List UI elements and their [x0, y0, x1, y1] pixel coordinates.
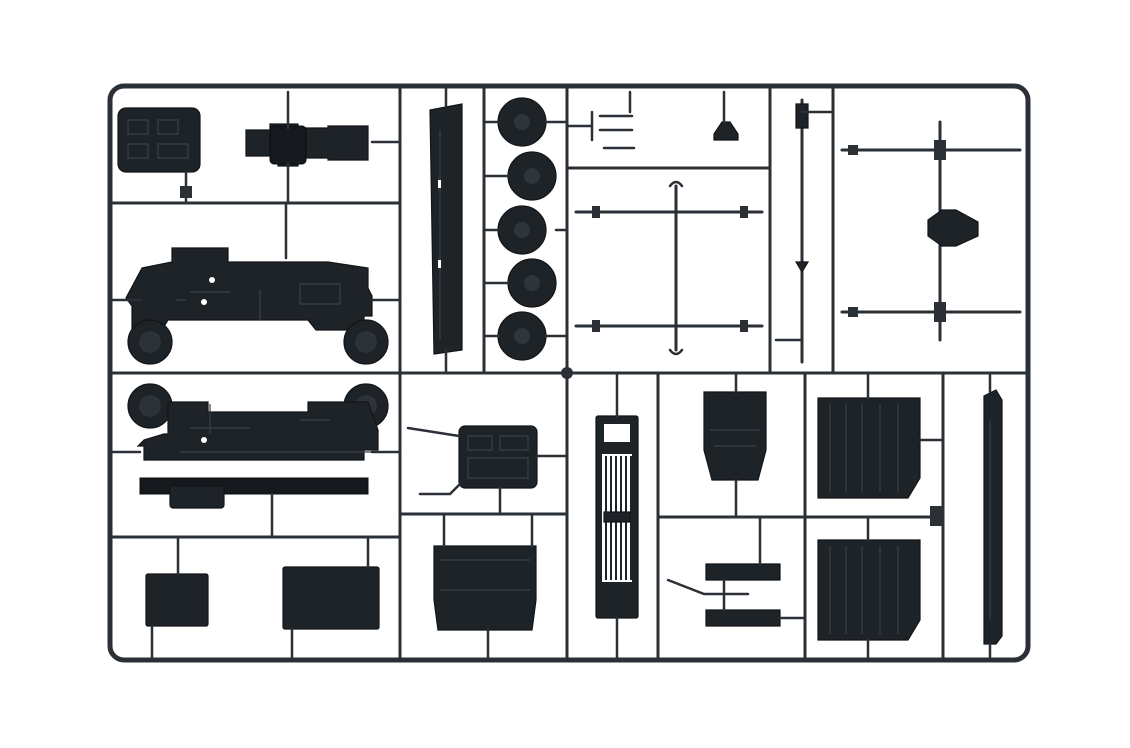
sprue-frame: [107, 83, 1031, 663]
bumper-bar: [429, 86, 463, 374]
tire-2: [507, 151, 557, 201]
floor-bracket: [169, 485, 225, 509]
box-part: [433, 545, 537, 631]
large-panel: [282, 566, 380, 630]
tires: [482, 97, 569, 361]
grille-emblem: [603, 511, 631, 523]
shaft-end: [795, 103, 809, 129]
chassis-hole: [201, 299, 207, 305]
seat-panel: [117, 107, 201, 173]
sprue-node: [561, 367, 573, 379]
tire-1: [497, 97, 547, 147]
door-detail: [829, 546, 899, 634]
gate: [592, 320, 600, 332]
bracket-lower: [705, 609, 781, 627]
chassis-detail: [176, 283, 341, 320]
gate: [592, 206, 600, 218]
gate: [848, 145, 858, 155]
chassis-hole: [201, 437, 207, 443]
chassis-lower: [136, 401, 379, 461]
tank-detail: [467, 435, 529, 479]
tire-5: [497, 311, 547, 361]
tire-3: [497, 205, 547, 255]
gate: [740, 320, 748, 332]
seat-box: [433, 512, 537, 660]
grille: [595, 371, 639, 660]
engine-part: [245, 123, 369, 167]
box-detail: [440, 559, 530, 591]
chassis-hole: [209, 277, 215, 283]
bracket-link: [666, 578, 750, 612]
door-lower: [817, 515, 921, 660]
tire-4: [507, 258, 557, 308]
grille-top-opening: [604, 424, 630, 442]
left-block-parts: [110, 90, 402, 660]
wheel-rim-1: [127, 319, 173, 365]
door-panel-lower: [817, 539, 921, 641]
shaft-joint: [794, 261, 810, 274]
shaft-hook: [668, 180, 684, 188]
chassis-upper: [125, 247, 373, 331]
gate-line: [406, 426, 461, 438]
small-parts-top: [565, 90, 739, 150]
wheel-rim-2: [343, 319, 389, 365]
gate: [934, 140, 946, 160]
bracket-parts: [666, 515, 807, 627]
bumper-slot: [438, 180, 441, 188]
gate: [848, 307, 858, 317]
fuel-pipe: [418, 482, 462, 496]
gate: [740, 206, 748, 218]
door-detail: [829, 404, 899, 492]
bumper-slot: [438, 260, 441, 268]
axle-parts: [574, 98, 1022, 364]
mirror-part: [713, 121, 739, 141]
frame-bar: [983, 389, 1003, 645]
panel-detail: [127, 119, 189, 159]
gate: [934, 302, 946, 322]
door-upper: [817, 371, 945, 526]
seat-part: [703, 391, 767, 481]
gate: [180, 186, 192, 198]
wheel-rim-3: [127, 383, 173, 429]
floor-detail: [180, 404, 380, 453]
outer-runner: [107, 83, 1031, 663]
fuel-tank: [458, 425, 538, 489]
seat-detail: [710, 429, 760, 447]
bracket-upper: [705, 563, 781, 581]
seat: [703, 371, 767, 519]
door-panel-upper: [817, 397, 921, 499]
differential: [927, 209, 979, 247]
small-panel: [145, 573, 209, 627]
engine-block: [269, 125, 307, 165]
windshield-frame: [983, 371, 1003, 660]
bumper-body: [429, 103, 463, 355]
shaft-hook: [668, 348, 684, 356]
lever-parts: [565, 110, 636, 150]
gate: [930, 506, 942, 526]
fuel-tank-area: [406, 425, 569, 516]
